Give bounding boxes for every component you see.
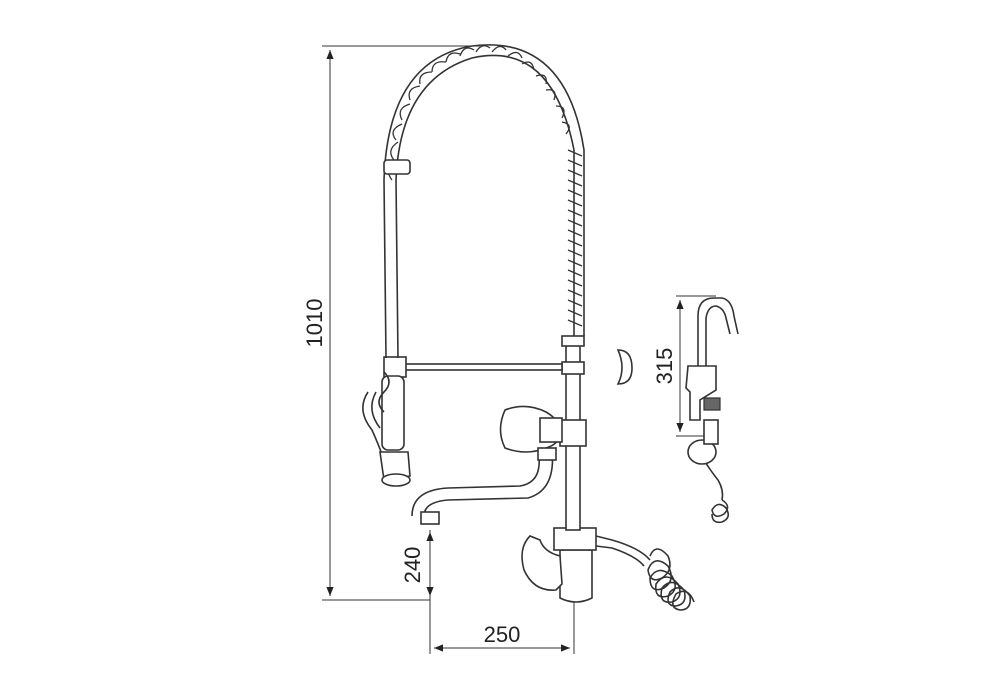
side-spray-height-label: 315 <box>652 348 677 385</box>
spring-hose-inner <box>395 54 575 359</box>
dimension-spout-reach: 250 <box>434 600 575 654</box>
overall-height-label: 1010 <box>302 299 327 348</box>
dimension-side-spray-height: 315 <box>652 295 716 437</box>
support-arm <box>403 363 563 371</box>
mixer-body <box>559 549 593 603</box>
coiled-side-hose <box>647 548 695 611</box>
spray-gun-trigger <box>362 391 385 461</box>
spout-height-label: 240 <box>400 547 425 584</box>
spray-nozzle <box>381 473 411 487</box>
side-spray-valve <box>685 365 717 421</box>
side-hose-connector <box>595 535 651 561</box>
spring-coils <box>388 45 583 327</box>
side-spray-nozzle <box>697 297 739 366</box>
arm-end-cap <box>616 349 633 385</box>
spout-aerator <box>420 511 440 525</box>
faucet-assembly <box>362 44 739 611</box>
spout-reach-label: 250 <box>484 622 521 647</box>
hose-clip <box>383 159 411 175</box>
mixer-connector <box>553 527 597 551</box>
side-spray-grip <box>687 439 717 465</box>
dimension-overall-height: 1010 <box>302 45 480 601</box>
spray-gun-body <box>381 375 405 451</box>
dimension-spout-height: 240 <box>400 530 434 654</box>
spout-pipe <box>423 449 554 517</box>
lever-handle <box>521 535 563 591</box>
spray-head <box>379 451 411 481</box>
